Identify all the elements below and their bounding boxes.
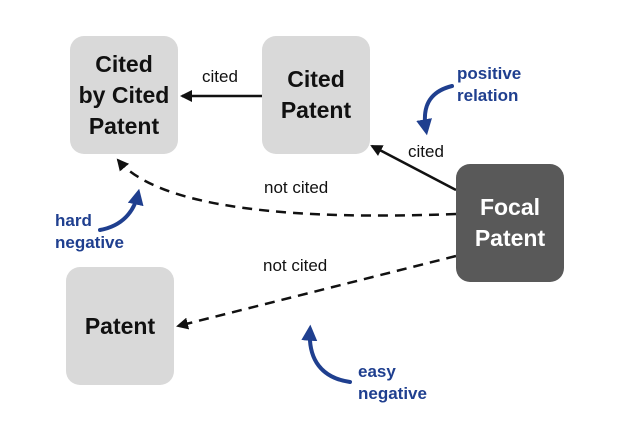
annotation-hard-negative: hard negative xyxy=(55,210,124,254)
annotation-line: positive xyxy=(457,64,522,83)
edge-label-cited-top: cited xyxy=(202,67,238,86)
edge-focal-to-cited-by-cited-dashed xyxy=(116,158,457,217)
edge-label-cited-right: cited xyxy=(408,142,444,161)
edge-focal-to-patent-dashed xyxy=(176,254,457,330)
positive-relation-curved-arrow xyxy=(416,84,454,136)
node-patent: Patent xyxy=(66,267,174,385)
edge-focal-to-cited xyxy=(370,144,457,192)
annotation-line: relation xyxy=(457,86,519,105)
node-label-line: Patent xyxy=(88,112,160,139)
hard-negative-curved-arrow xyxy=(98,188,144,232)
node-focal-patent: Focal Patent xyxy=(456,164,564,282)
annotation-line: hard xyxy=(55,211,92,230)
node-label-line: Patent xyxy=(474,225,546,251)
node-cited-patent: Cited Patent xyxy=(262,36,370,154)
annotation-line: negative xyxy=(358,384,427,403)
node-label-line: Patent xyxy=(84,312,156,339)
edge-label-not-cited-lower: not cited xyxy=(263,256,328,275)
annotation-positive-relation: positive relation xyxy=(457,63,521,107)
annotation-line: negative xyxy=(55,233,124,252)
edge-label-not-cited-upper: not cited xyxy=(264,178,329,197)
annotation-line: easy xyxy=(358,362,396,381)
easy-negative-curved-arrow xyxy=(301,324,352,384)
node-label-line: Focal xyxy=(479,194,541,220)
node-label-line: Cited xyxy=(95,50,153,77)
node-label-line: by Cited xyxy=(78,81,170,108)
node-cited-by-cited-patent: Cited by Cited Patent xyxy=(70,36,178,154)
node-label-line: Patent xyxy=(280,97,352,123)
node-label-line: Cited xyxy=(287,66,345,92)
annotation-easy-negative: easy negative xyxy=(358,361,427,405)
